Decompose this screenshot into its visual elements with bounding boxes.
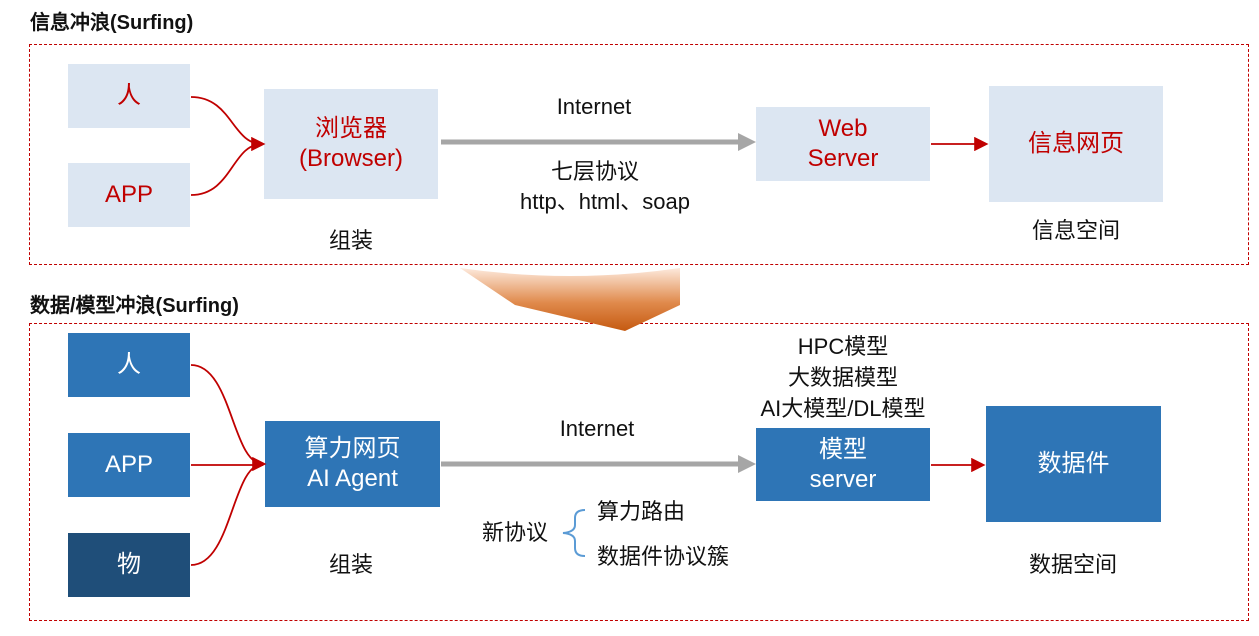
connector-person-to-agent xyxy=(190,364,267,472)
thing-box: 物 xyxy=(68,533,190,597)
assemble-label-bottom: 组装 xyxy=(328,552,373,577)
person-box-bottom: 人 xyxy=(68,333,190,397)
bottom-section-title: 数据/模型冲浪(Surfing) xyxy=(30,295,239,317)
top-section-title: 信息冲浪(Surfing) xyxy=(30,12,194,34)
top-section-frame xyxy=(29,44,1249,265)
agent-box: 算力网页 AI Agent xyxy=(265,421,440,507)
connector-person-to-browser xyxy=(190,96,266,152)
new-protocol-label: 新协议 xyxy=(481,520,548,545)
model-ai-label: AI大模型/DL模型 xyxy=(760,396,926,421)
app-box-top: APP xyxy=(68,163,190,227)
data-item-box: 数据件 xyxy=(986,406,1161,522)
internet-label-bottom: Internet xyxy=(559,416,635,441)
data-space-label: 数据空间 xyxy=(1028,552,1117,577)
info-space-label: 信息空间 xyxy=(1031,218,1120,243)
browser-box: 浏览器 (Browser) xyxy=(264,89,438,199)
info-page-box: 信息网页 xyxy=(989,86,1163,202)
web-server-box: Web Server xyxy=(756,107,930,181)
transition-down-arrow xyxy=(460,268,680,331)
protocol-list-label: http、html、soap xyxy=(520,189,690,214)
model-hpc-label: HPC模型 xyxy=(797,334,889,359)
internet-label-top: Internet xyxy=(556,94,632,119)
data-item-protocol-label: 数据件协议簇 xyxy=(597,544,730,569)
model-server-box: 模型 server xyxy=(756,428,930,501)
app-box-bottom: APP xyxy=(68,433,190,497)
assemble-label-top: 组装 xyxy=(328,228,373,253)
connector-app-to-browser xyxy=(190,143,263,196)
connector-thing-to-agent xyxy=(190,463,264,566)
protocol-brace xyxy=(562,509,586,557)
person-box-top: 人 xyxy=(68,64,190,128)
model-bigdata-label: 大数据模型 xyxy=(787,365,898,390)
protocol-layer-label: 七层协议 xyxy=(550,159,639,184)
compute-routing-label: 算力路由 xyxy=(597,499,686,524)
